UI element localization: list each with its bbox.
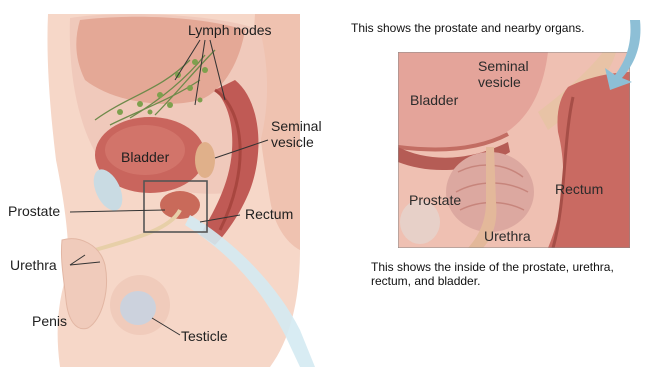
inset-label-urethra: Urethra bbox=[484, 228, 531, 244]
label-penis: Penis bbox=[32, 313, 67, 329]
label-prostate: Prostate bbox=[8, 203, 60, 219]
inset-caption-bottom-2: rectum, and bladder. bbox=[371, 274, 480, 288]
seminal-vesicle-organ bbox=[195, 142, 215, 178]
label-bladder: Bladder bbox=[121, 149, 169, 165]
label-urethra: Urethra bbox=[10, 257, 57, 273]
prostate-organ bbox=[160, 191, 200, 219]
inset-caption-bottom-1: This shows the inside of the prostate, u… bbox=[371, 260, 614, 274]
label-lymph-nodes: Lymph nodes bbox=[188, 22, 272, 38]
label-seminal-vesicle-2: vesicle bbox=[271, 134, 314, 150]
inset-label-prostate: Prostate bbox=[409, 192, 461, 208]
inset-arrow-icon bbox=[600, 20, 649, 90]
label-rectum: Rectum bbox=[245, 206, 293, 222]
inset-label-seminal-2: vesicle bbox=[478, 74, 521, 90]
label-testicle: Testicle bbox=[181, 328, 228, 344]
inset-label-rectum: Rectum bbox=[555, 181, 603, 197]
inset-label-bladder: Bladder bbox=[410, 92, 458, 108]
inset-caption-top: This shows the prostate and nearby organ… bbox=[351, 21, 584, 35]
inset-label-seminal-1: Seminal bbox=[478, 58, 529, 74]
testicle-organ bbox=[120, 291, 156, 325]
label-seminal-vesicle-1: Seminal bbox=[271, 118, 322, 134]
